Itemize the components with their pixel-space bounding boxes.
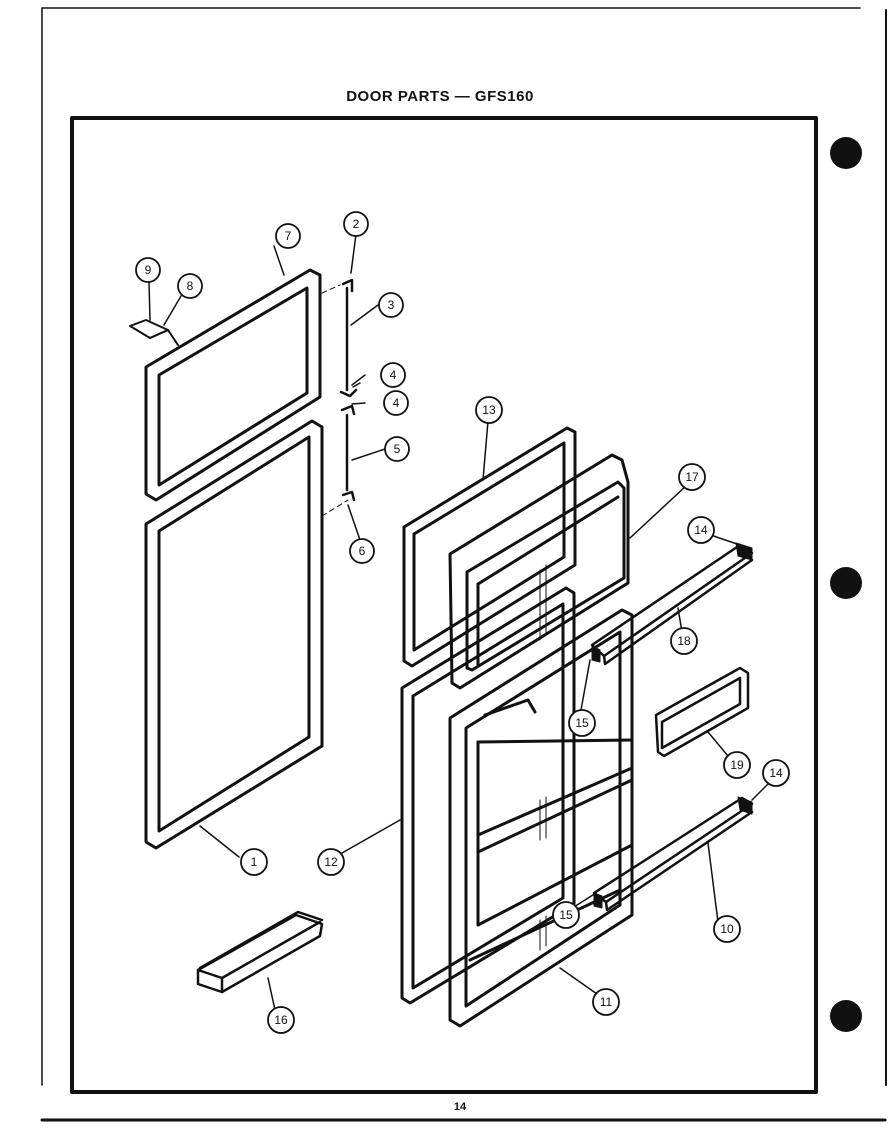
callout-circle-14b	[762, 759, 790, 787]
callout-label-17: 17	[685, 470, 699, 484]
callout-label-14a: 14	[694, 523, 708, 537]
lower-shelf-end-cap-right	[737, 796, 753, 815]
freezer-door-liner	[448, 453, 630, 690]
callout-circle-14a	[687, 516, 715, 544]
callout-circle-1	[240, 848, 268, 876]
page-number: 14	[453, 1101, 467, 1113]
callout-label-19: 19	[730, 758, 744, 772]
diagram-frame	[70, 116, 818, 1094]
callout-circle-6	[349, 538, 375, 564]
alignment-line-lower	[321, 499, 349, 517]
door-bin	[196, 910, 324, 994]
callout-label-2: 2	[353, 217, 360, 231]
upper-handle-bracket	[339, 278, 358, 398]
freezer-door-frame	[144, 268, 322, 502]
dairy-compartment-door	[654, 666, 750, 758]
fresh-food-door-liner	[448, 608, 634, 1028]
liner-shelf-1	[476, 738, 634, 744]
binder-hole-middle	[830, 567, 862, 599]
diagram-title: DOOR PARTS — GFS160	[346, 88, 534, 105]
callout-circle-4b	[383, 390, 409, 416]
callout-circle-11	[592, 988, 620, 1016]
callout-circle-17	[678, 463, 706, 491]
callout-circle-7	[275, 223, 301, 249]
callout-circle-9	[135, 257, 161, 283]
fresh-food-door-gasket	[400, 586, 576, 1005]
callout-label-1: 1	[251, 855, 258, 869]
callout-circle-13	[475, 396, 503, 424]
upper-shelf-end-cap-left	[591, 645, 601, 663]
leader-lines	[148, 233, 773, 1011]
callout-label-9: 9	[145, 263, 152, 277]
callout-circle-12	[317, 848, 345, 876]
liner-shading	[539, 564, 547, 951]
callout-label-8: 8	[187, 279, 194, 293]
upper-shelf-end-cap-right	[735, 542, 753, 561]
fresh-food-door-frame	[144, 419, 324, 850]
callout-label-4b: 4	[393, 396, 400, 410]
freezer-door-gasket	[402, 426, 577, 668]
callout-circle-2	[343, 211, 369, 237]
callout-label-16: 16	[274, 1013, 288, 1027]
callout-label-12: 12	[324, 855, 338, 869]
callout-circle-5	[384, 436, 410, 462]
callout-circle-4a	[380, 362, 406, 388]
callout-label-4a: 4	[390, 368, 397, 382]
callout-circle-19	[723, 751, 751, 779]
callout-label-18: 18	[677, 634, 691, 648]
callout-label-7: 7	[285, 229, 292, 243]
callout-circle-15a	[568, 709, 596, 737]
callout-circle-18	[670, 627, 698, 655]
callout-label-15b: 15	[559, 908, 573, 922]
callout-label-13: 13	[482, 403, 496, 417]
callout-circle-15b	[552, 901, 580, 929]
liner-shelf-3	[476, 843, 634, 927]
lower-shelf-end-cap-left	[593, 892, 603, 909]
callout-label-15a: 15	[575, 716, 589, 730]
callout-label-5: 5	[394, 442, 401, 456]
callout-circle-16	[267, 1006, 295, 1034]
callout-circle-10	[713, 915, 741, 943]
binder-hole-top	[830, 137, 862, 169]
callout-label-6: 6	[359, 544, 366, 558]
callout-label-10: 10	[720, 922, 734, 936]
alignment-line-upper	[321, 284, 341, 294]
door-hinge-tab	[129, 319, 179, 346]
callout-label-3: 3	[388, 298, 395, 312]
lower-handle-bracket	[340, 404, 356, 502]
callout-circle-8	[177, 273, 203, 299]
callout-label-14b: 14	[769, 766, 783, 780]
callout-label-11: 11	[600, 995, 613, 1009]
callout-circle-3	[378, 292, 404, 318]
handle-screw-upper	[352, 382, 361, 388]
binder-hole-bottom	[830, 1000, 862, 1032]
liner-shelf-2	[476, 766, 634, 837]
